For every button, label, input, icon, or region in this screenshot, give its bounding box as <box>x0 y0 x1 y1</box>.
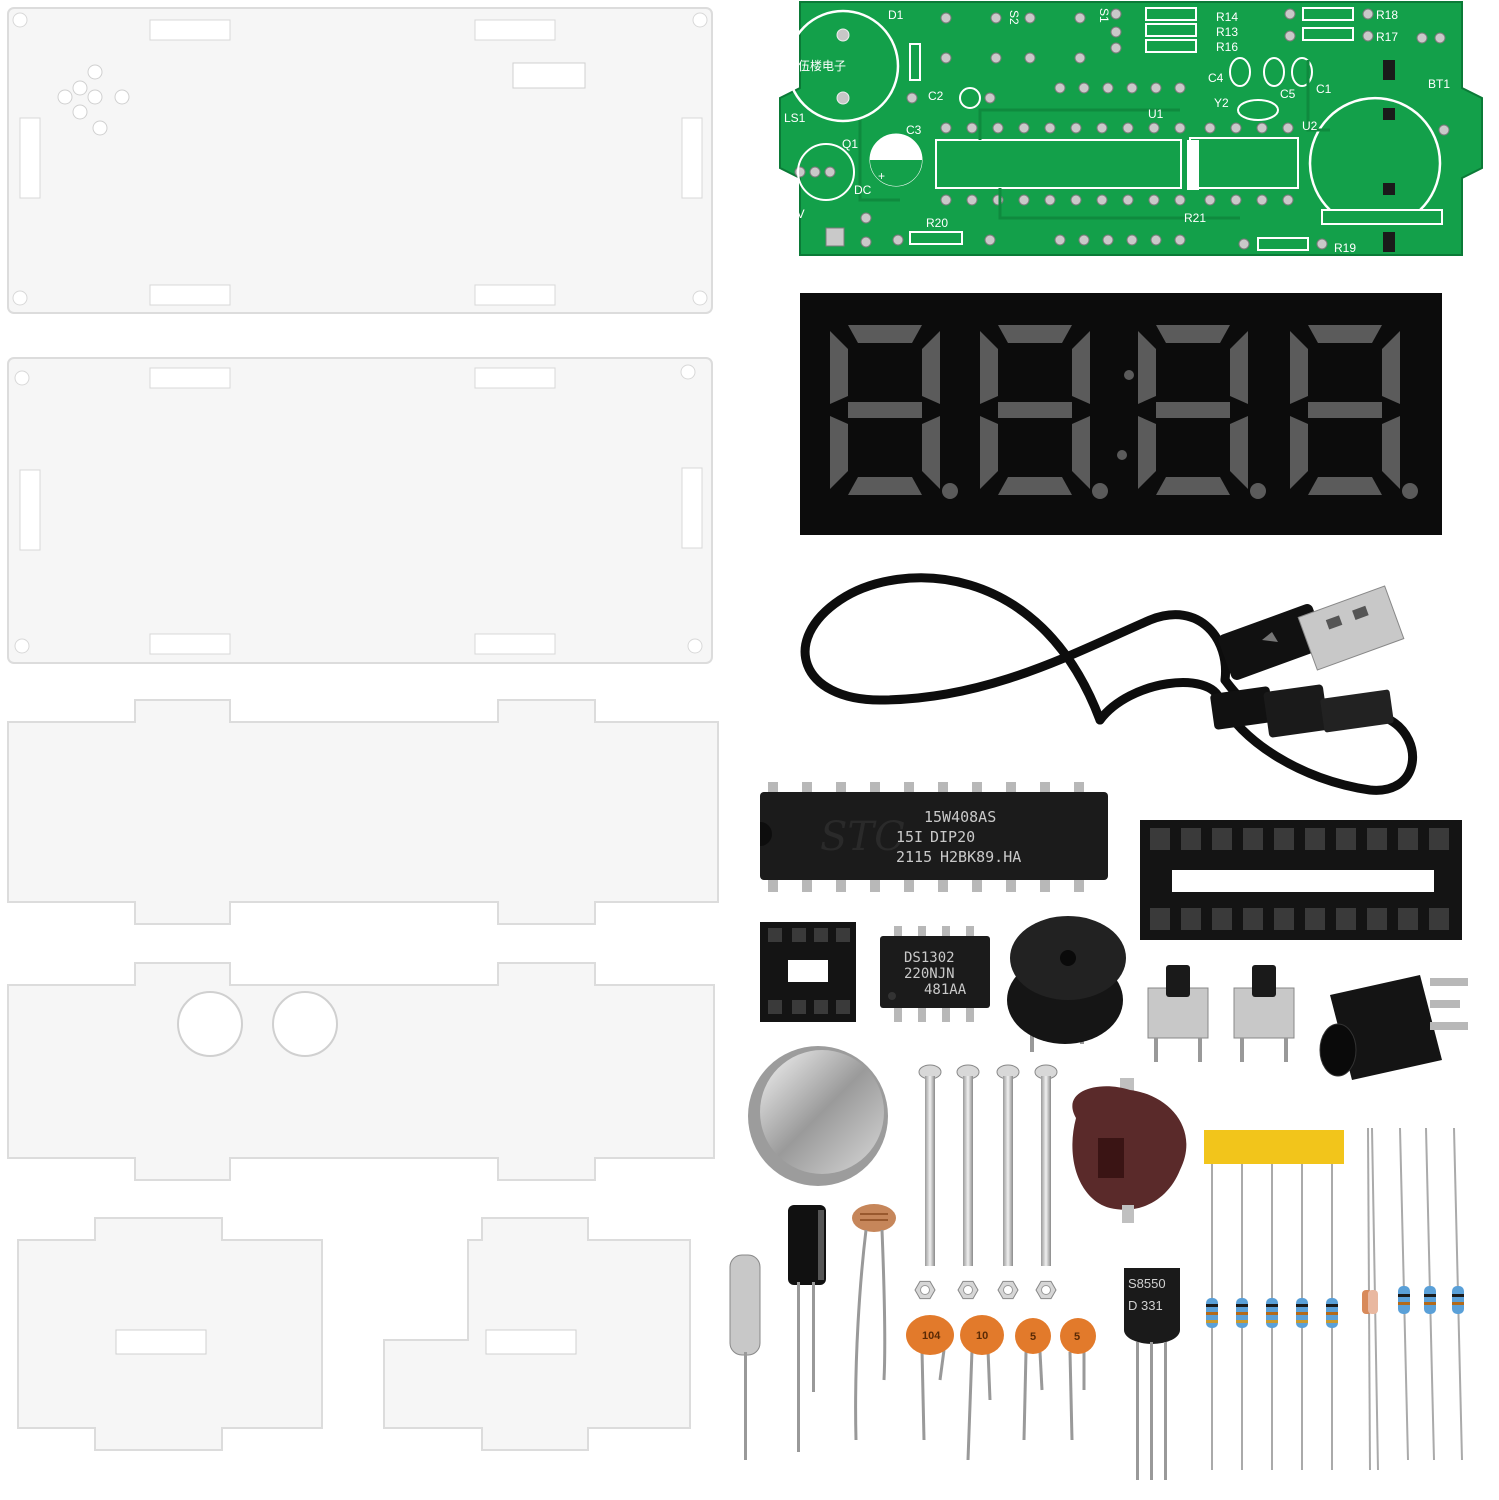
pcb-label-r14: R14 <box>1216 10 1238 24</box>
resistor-icon <box>1236 1164 1248 1470</box>
pcb-label-r18: R18 <box>1376 8 1398 22</box>
mcu-logo: STC <box>820 814 905 860</box>
rtc-chip: DS1302 220NJN 481AA <box>880 926 990 1022</box>
colon-icon <box>1117 450 1127 460</box>
rtc-line-3: 481AA <box>924 982 967 998</box>
pcb-label-dc: DC <box>854 183 872 197</box>
pcb-board: + D1 S2 S1 R14 R13 R16 R18 R17 C4 C5 C1 … <box>779 1 1483 256</box>
pcb-label-ls1: LS1 <box>784 111 806 125</box>
screw-icon <box>956 1064 980 1266</box>
usb-logo-icon <box>1262 632 1278 642</box>
mcu-line-3: H2BK89.HA <box>940 848 1021 866</box>
colon-icon <box>1124 370 1134 380</box>
diode-icon <box>1368 1127 1379 1471</box>
resistor-icon <box>1424 1127 1436 1461</box>
acrylic-bottom-panel <box>7 357 713 664</box>
coin-cell-icon <box>748 1046 888 1186</box>
acrylic-side-panel-right <box>383 1217 691 1451</box>
photoresistor-icon <box>852 1204 896 1441</box>
seven-segment-digit <box>1138 325 1266 499</box>
pcb-label-r16: R16 <box>1216 40 1238 54</box>
pcb-label-r13: R13 <box>1216 25 1238 39</box>
nut-icon <box>997 1280 1019 1300</box>
pcb-label-r19: R19 <box>1334 241 1356 255</box>
acrylic-front-panel <box>7 699 719 925</box>
ceramic-capacitor: 5 <box>1060 1318 1096 1441</box>
ic-socket-8pin-icon <box>760 922 856 1022</box>
resistor-icon <box>1206 1164 1218 1470</box>
ceramic-cap-label: 5 <box>1074 1331 1080 1343</box>
mcu-chip: STC 15W408AS 15I DIP20 2115 H2BK89.HA <box>760 782 1108 892</box>
mcu-line-1: 15W408AS <box>924 808 996 826</box>
mcu-line-2: DIP20 <box>930 828 975 846</box>
resistor-icon <box>1326 1164 1338 1470</box>
ceramic-cap-label: 5 <box>1030 1331 1036 1343</box>
ceramic-capacitor: 5 <box>1015 1318 1051 1441</box>
acrylic-back-panel <box>7 962 715 1181</box>
pcb-label-q1: Q1 <box>842 137 858 151</box>
pcb-label-c3: C3 <box>906 123 922 137</box>
resistor-icon <box>1266 1164 1278 1470</box>
pcb-label-c4: C4 <box>1208 71 1224 85</box>
nut-icon <box>957 1280 979 1300</box>
crystal-icon <box>729 1254 761 1460</box>
pcb-label-u1: U1 <box>1148 107 1164 121</box>
pcb-label-u2: U2 <box>1302 119 1318 133</box>
buzzer-icon <box>1007 916 1126 1052</box>
seven-segment-digits <box>830 325 1418 499</box>
transistor: S8550 D 331 <box>1124 1268 1180 1480</box>
ic-socket-20pin-icon <box>1140 820 1462 940</box>
rtc-line-2: 220NJN <box>904 966 955 982</box>
seven-segment-digit <box>980 325 1108 499</box>
acrylic-side-panel-left <box>17 1217 323 1451</box>
mcu-line-2-prefix: 15I <box>896 828 923 846</box>
ceramic-capacitor: 10 <box>960 1315 1004 1461</box>
pcb-label-c2: C2 <box>928 89 944 103</box>
ceramic-cap-label: 104 <box>922 1330 941 1342</box>
pcb-label-c1: C1 <box>1316 82 1332 96</box>
pcb-label-r21: R21 <box>1184 211 1206 225</box>
nut-icon <box>1035 1280 1057 1300</box>
pcb-label-d1: D1 <box>888 8 904 22</box>
transistor-line-2: D 331 <box>1128 1298 1163 1313</box>
screw-icon <box>1034 1064 1058 1266</box>
dc-jack-icon <box>1319 975 1468 1080</box>
screw-icon <box>996 1064 1020 1266</box>
seven-segment-digit <box>1290 325 1418 499</box>
ceramic-capacitor: 104 <box>906 1315 954 1441</box>
pcb-label-r17: R17 <box>1376 30 1398 44</box>
pcb-label-r20: R20 <box>926 216 948 230</box>
pcb-label-plus: + <box>878 169 885 183</box>
screw-icon <box>918 1064 942 1266</box>
yellow-tape <box>1204 1130 1344 1164</box>
transistor-line-1: S8550 <box>1128 1276 1166 1291</box>
pcb-label-5v: 5V <box>790 207 805 221</box>
pcb-label-s1: S1 <box>1097 8 1111 23</box>
battery-holder-icon <box>1072 1078 1187 1223</box>
pcb-brand-mark: 伍楼电子 <box>798 58 846 73</box>
resistor-icon <box>1452 1127 1464 1461</box>
dc-barrel-plug-icon <box>1210 684 1394 738</box>
resistor-icon <box>1296 1164 1308 1470</box>
acrylic-top-panel <box>7 7 713 314</box>
ceramic-cap-label: 10 <box>976 1330 988 1342</box>
pcb-label-bt1: BT1 <box>1428 77 1450 91</box>
rtc-line-1: DS1302 <box>904 950 955 966</box>
usb-a-plug-icon <box>1218 585 1405 680</box>
pcb-label-c5: C5 <box>1280 87 1296 101</box>
pcb-label-s2: S2 <box>1007 10 1021 25</box>
pcb-label-y2: Y2 <box>1214 96 1229 110</box>
nut-icon <box>914 1280 936 1300</box>
seven-segment-digit <box>830 325 958 499</box>
seven-segment-display <box>800 293 1442 535</box>
mcu-line-3-prefix: 2115 <box>896 848 932 866</box>
resistor-icon <box>1398 1127 1410 1461</box>
tact-switch-icon <box>1233 965 1295 1062</box>
electrolytic-capacitor-icon <box>788 1205 826 1452</box>
tact-switch-icon <box>1147 965 1209 1062</box>
